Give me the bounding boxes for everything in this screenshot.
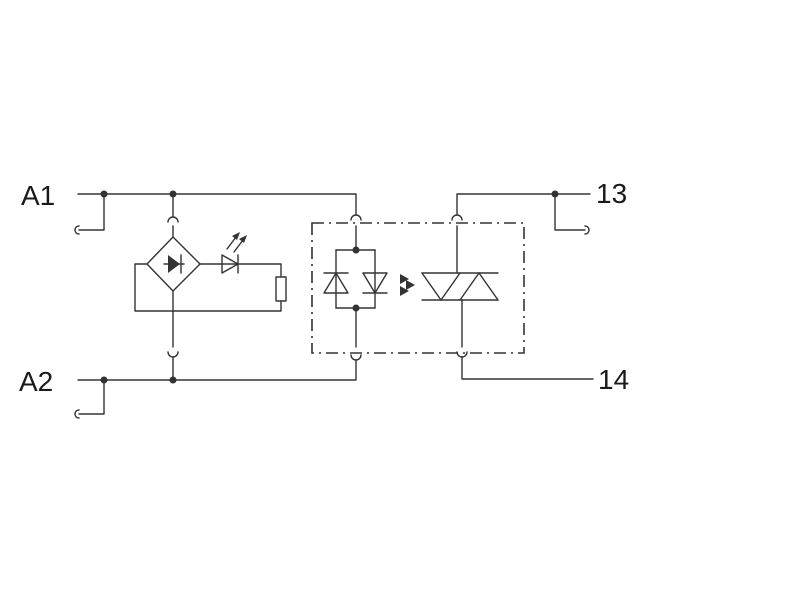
optocoupler-input (323, 225, 388, 348)
input-wiring (77, 193, 357, 415)
led-indicator (221, 232, 247, 274)
connector-breaks (167, 214, 468, 361)
optocoupler-enclosure (311, 222, 525, 354)
triac-output (421, 225, 499, 348)
output-wiring (456, 193, 594, 380)
terminal-ends (74, 225, 590, 419)
resistor (275, 276, 287, 302)
optical-arrows-icon (400, 274, 415, 296)
terminal-label-a2: A2 (19, 366, 53, 397)
rectifier-bridge (146, 236, 201, 292)
junction-dots (100, 190, 559, 384)
terminal-label-a1: A1 (21, 180, 55, 211)
terminal-label-13: 13 (596, 178, 627, 209)
terminal-label-14: 14 (598, 364, 629, 395)
